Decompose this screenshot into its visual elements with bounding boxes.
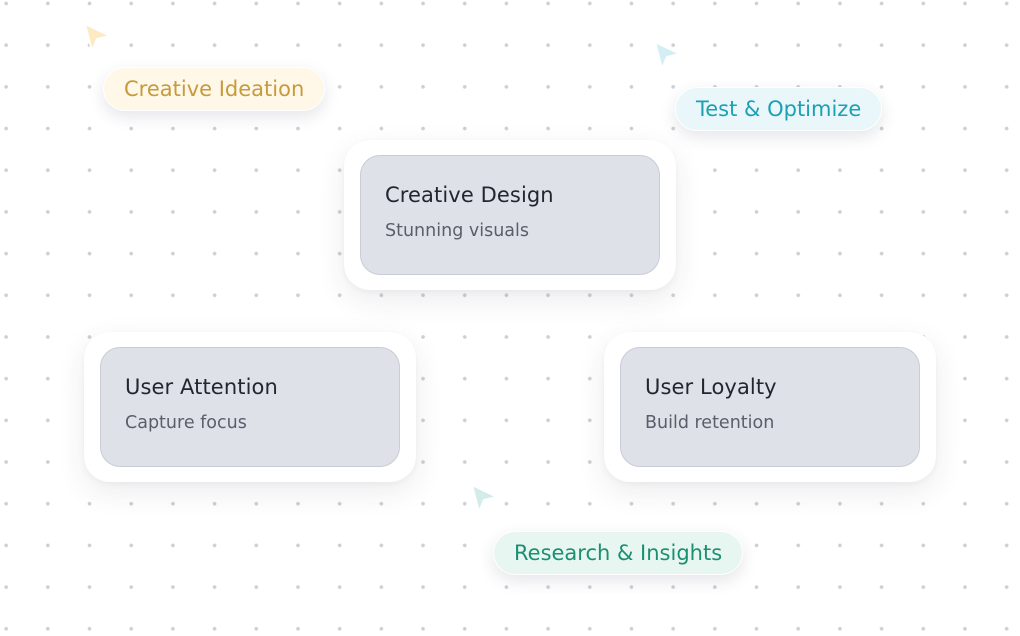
tag-label: Research & Insights — [514, 541, 723, 565]
research-cursor-icon — [467, 481, 501, 515]
card-subtitle: Build retention — [645, 413, 775, 433]
tag-test-optimize: Test & Optimize — [675, 87, 883, 131]
card-subtitle: Stunning visuals — [385, 221, 529, 241]
card-creative-design[interactable]: Creative Design Stunning visuals — [344, 140, 676, 290]
card-subtitle: Capture focus — [125, 413, 247, 433]
card-body: Creative Design Stunning visuals — [360, 155, 660, 275]
card-body: User Attention Capture focus — [100, 347, 400, 467]
card-user-loyalty[interactable]: User Loyalty Build retention — [604, 332, 936, 482]
ideation-cursor-icon — [80, 20, 114, 54]
tag-creative-ideation: Creative Ideation — [103, 67, 326, 111]
tag-research-insights: Research & Insights — [493, 531, 744, 575]
card-user-attention[interactable]: User Attention Capture focus — [84, 332, 416, 482]
card-body: User Loyalty Build retention — [620, 347, 920, 467]
tag-label: Creative Ideation — [124, 77, 305, 101]
card-title: User Attention — [125, 375, 278, 399]
test-cursor-icon — [650, 38, 684, 72]
tag-label: Test & Optimize — [696, 97, 862, 121]
card-title: Creative Design — [385, 183, 554, 207]
card-title: User Loyalty — [645, 375, 777, 399]
